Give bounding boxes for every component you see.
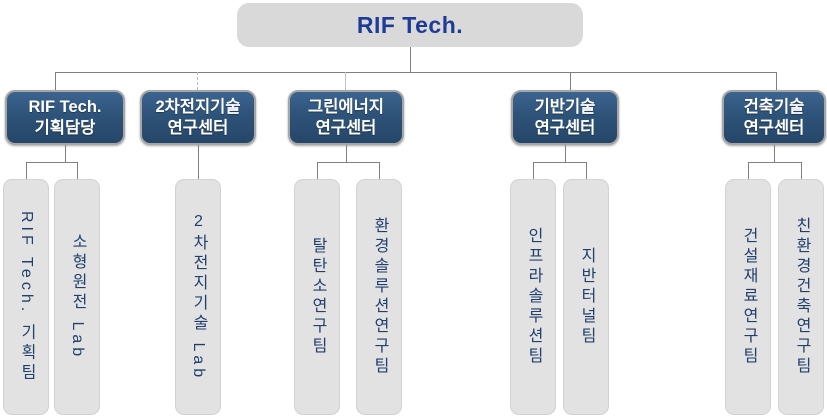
team-label-small-reactor-lab: 소형원전 Lab: [69, 233, 86, 361]
dept-label-base-technology: 기반기술 연구센터: [534, 98, 596, 137]
connector-g1-drop: [65, 145, 66, 162]
dept-label-planning: RIF Tech. 기획담당: [28, 98, 102, 137]
team-box-decarbonization: 탈탄소연구팀: [294, 179, 340, 415]
connector-g3-child1: [317, 162, 318, 179]
connector-g3-bar: [317, 162, 380, 163]
connector-drop-base-technology: [570, 72, 571, 90]
team-box-ground-tunnel: 지반터널팀: [563, 179, 609, 415]
connector-drop-construction: [776, 72, 777, 90]
dept-label-construction: 건축기술 연구센터: [743, 98, 805, 137]
team-box-eco-architecture: 친환경건축연구팀: [778, 179, 824, 415]
team-box-small-reactor-lab: 소형원전 Lab: [54, 179, 100, 415]
team-label-ground-tunnel: 지반터널팀: [578, 247, 595, 347]
team-label-eco-architecture: 친환경건축연구팀: [793, 217, 810, 377]
connector-g5-child1: [748, 162, 749, 179]
connector-g1-child1: [26, 162, 27, 179]
connector-level1-bar: [55, 72, 777, 73]
connector-g4-child2: [586, 162, 587, 179]
team-label-infra-solution: 인프라솔루션팀: [525, 227, 542, 367]
team-box-rif-tech-planning: RIF Tech. 기획팀: [3, 179, 49, 415]
connector-g4-drop: [565, 145, 566, 162]
team-label-rif-tech-planning: RIF Tech. 기획팀: [18, 210, 35, 384]
connector-drop-green-energy: [345, 72, 346, 90]
connector-drop-planning: [55, 72, 56, 90]
connector-g4-bar: [533, 162, 587, 163]
connector-drop-secondary-battery: [197, 72, 198, 90]
dept-box-green-energy: 그린에너지 연구센터: [288, 90, 404, 145]
dept-box-construction: 건축기술 연구센터: [722, 90, 826, 145]
connector-g5-drop: [774, 145, 775, 162]
org-root-box: RIF Tech.: [237, 3, 583, 47]
connector-root-drop: [410, 47, 411, 72]
team-box-infra-solution: 인프라솔루션팀: [510, 179, 556, 415]
team-box-construction-materials: 건설재료연구팀: [725, 179, 771, 415]
connector-g1-bar: [26, 162, 78, 163]
team-box-environment-solution: 환경솔루션연구팀: [356, 179, 402, 415]
connector-g3-drop: [346, 145, 347, 162]
connector-g3-child2: [379, 162, 380, 179]
org-root-label: RIF Tech.: [356, 11, 464, 38]
connector-g4-child1: [533, 162, 534, 179]
connector-g5-child2: [801, 162, 802, 179]
team-label-secondary-battery-lab: 2차전지기술 Lab: [190, 212, 207, 382]
team-label-decarbonization: 탈탄소연구팀: [309, 237, 326, 357]
dept-label-green-energy: 그린에너지 연구센터: [308, 98, 384, 137]
connector-g2-drop: [198, 145, 199, 179]
team-box-secondary-battery-lab: 2차전지기술 Lab: [175, 179, 221, 415]
team-label-environment-solution: 환경솔루션연구팀: [371, 217, 388, 377]
dept-box-base-technology: 기반기술 연구센터: [511, 90, 619, 145]
dept-box-secondary-battery: 2차전지기술 연구센터: [140, 90, 256, 145]
connector-g1-child2: [77, 162, 78, 179]
connector-g5-bar: [748, 162, 802, 163]
dept-label-secondary-battery: 2차전지기술 연구센터: [155, 98, 241, 137]
dept-box-planning: RIF Tech. 기획담당: [5, 90, 125, 145]
team-label-construction-materials: 건설재료연구팀: [740, 227, 757, 367]
